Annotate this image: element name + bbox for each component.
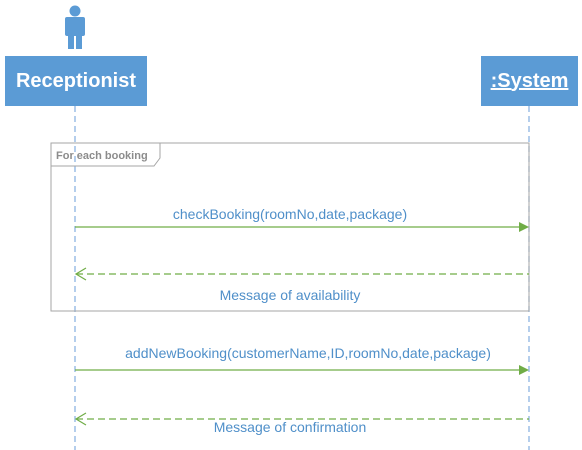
availability-label: Message of availability: [219, 287, 361, 303]
receptionist-label: Receptionist: [15, 69, 137, 92]
system-participant: :System: [481, 56, 578, 106]
add-new-booking-arrowhead: [519, 365, 529, 375]
loop-fragment-label: For each booking: [56, 150, 148, 162]
check-booking-arrowhead: [519, 222, 529, 232]
system-label: :System: [490, 69, 569, 92]
confirmation-return-arrowhead: [74, 412, 87, 426]
add-new-booking-label: addNewBooking(customerName,ID,roomNo,dat…: [125, 345, 491, 361]
availability-return-arrowhead: [74, 267, 87, 281]
receptionist-participant: Receptionist: [5, 56, 147, 106]
confirmation-label: Message of confirmation: [213, 419, 367, 435]
check-booking-label: checkBooking(roomNo,date,package): [172, 206, 408, 222]
person-icon: [65, 5, 85, 49]
loop-fragment-label-tab: [51, 143, 161, 167]
